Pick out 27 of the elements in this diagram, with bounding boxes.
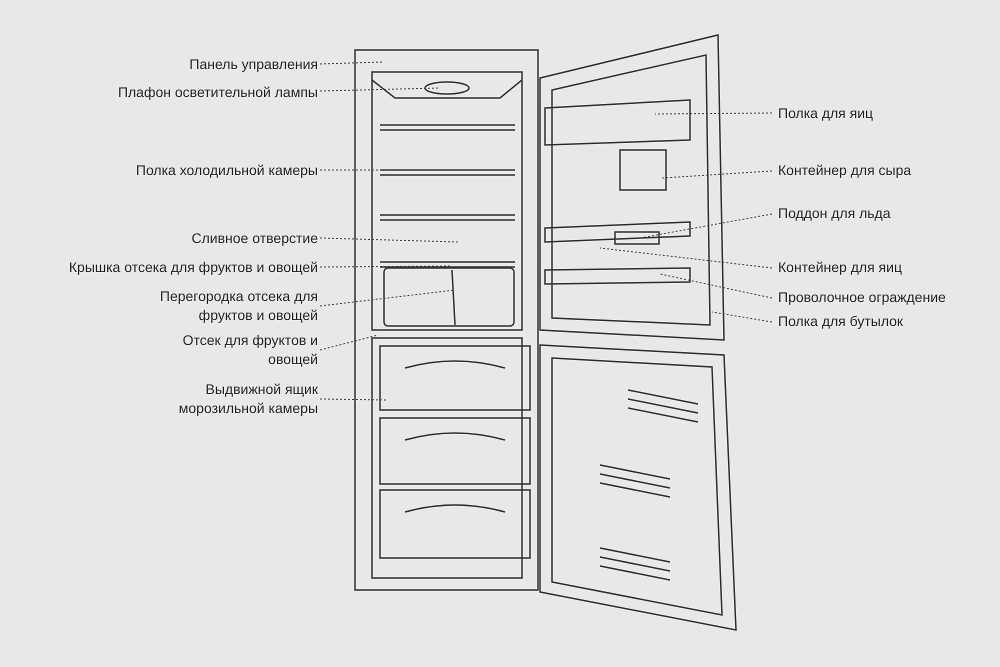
- part-label: Поддон для льда: [778, 204, 978, 223]
- part-label: Полка холодильной камеры: [58, 161, 318, 180]
- leader-line: [320, 398, 388, 400]
- part-label: Полка для яиц: [778, 104, 978, 123]
- part-label: Контейнер для сыра: [778, 161, 978, 180]
- leader-line: [712, 312, 772, 322]
- part-label: Крышка отсека для фруктов и овощей: [18, 258, 318, 277]
- part-label: Панель управления: [58, 55, 318, 74]
- leader-line: [320, 290, 456, 306]
- leader-line: [320, 88, 440, 92]
- part-label: Контейнер для яиц: [778, 258, 978, 277]
- part-label: Плафон осветительной лампы: [58, 83, 318, 102]
- part-label: Выдвижной ящик морозильной камеры: [168, 380, 318, 418]
- part-label: Полка для бутылок: [778, 312, 978, 331]
- part-label: Сливное отверстие: [58, 229, 318, 248]
- leader-line: [320, 334, 378, 350]
- leader-line: [600, 248, 772, 268]
- leader-line: [660, 274, 772, 298]
- part-label: Отсек для фруктов и овощей: [178, 331, 318, 369]
- leader-line: [640, 214, 772, 238]
- leader-line: [320, 238, 458, 242]
- part-label: Проволочное ограждение: [778, 288, 988, 307]
- leader-line: [662, 170, 772, 178]
- leader-line: [654, 112, 772, 114]
- part-label: Перегородка отсека для фруктов и овощей: [128, 287, 318, 325]
- leader-line: [320, 62, 382, 64]
- leader-line: [320, 266, 452, 268]
